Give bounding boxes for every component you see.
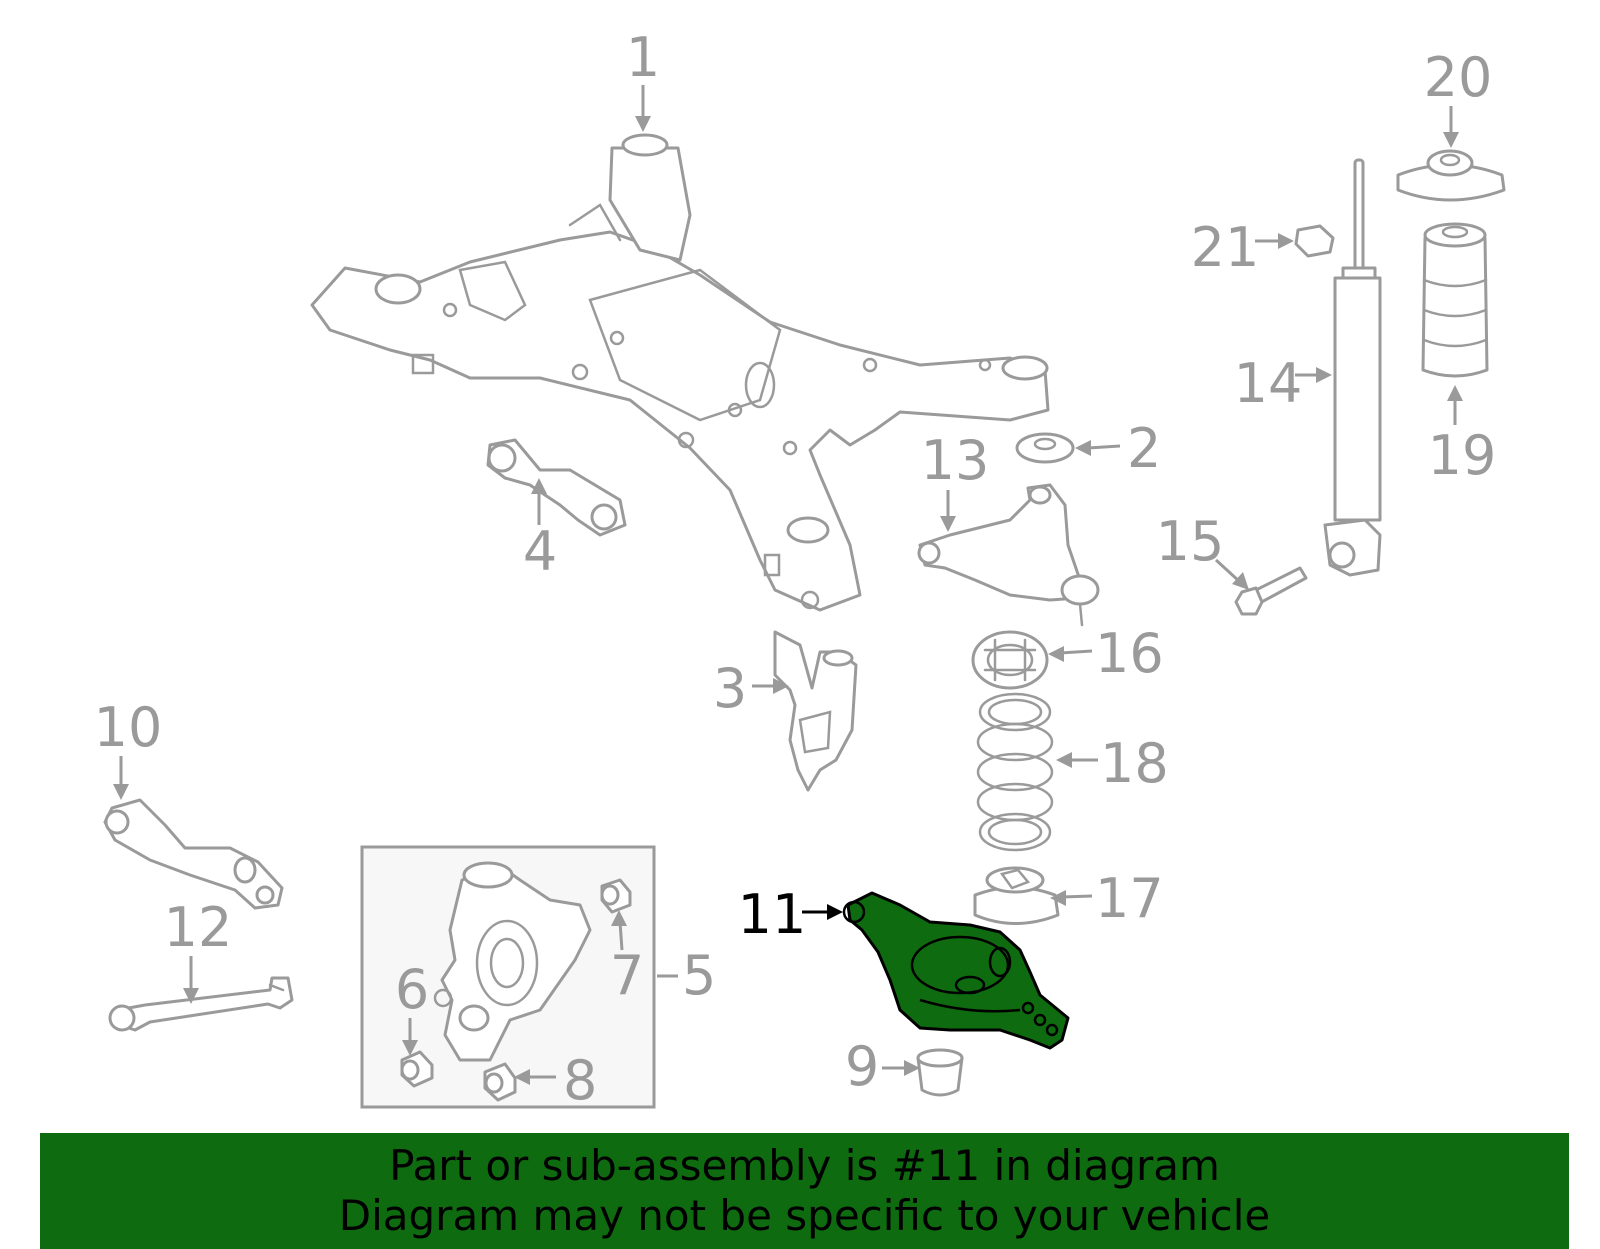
callout-3-label: 3	[713, 657, 747, 720]
info-banner: Part or sub-assembly is #11 in diagram D…	[40, 1133, 1569, 1249]
part-21-nut[interactable]	[1294, 224, 1335, 258]
callout-16-label: 16	[1095, 622, 1164, 685]
callout-18[interactable]: 18	[1056, 732, 1169, 795]
callout-18-label: 18	[1100, 732, 1169, 795]
callout-1[interactable]: 1	[626, 26, 660, 132]
callout-8-label: 8	[563, 1049, 597, 1112]
part-9-bushing[interactable]	[916, 1048, 964, 1097]
part-14-shock-absorber[interactable]	[1323, 158, 1382, 577]
banner-line-part-number: Part or sub-assembly is #11 in diagram	[389, 1141, 1220, 1190]
callout-10-label: 10	[94, 696, 163, 759]
callout-19[interactable]: 19	[1428, 385, 1497, 487]
callout-20[interactable]: 20	[1424, 46, 1493, 148]
callout-14-label: 14	[1234, 352, 1303, 415]
part-10-lateral-link[interactable]	[103, 798, 284, 910]
callout-13[interactable]: 13	[921, 429, 990, 532]
callout-20-label: 20	[1424, 46, 1493, 109]
callout-12[interactable]: 12	[164, 896, 233, 1004]
callout-3[interactable]: 3	[713, 657, 789, 720]
part-18-coil-spring[interactable]	[976, 692, 1054, 852]
part-13-upper-arm[interactable]	[917, 483, 1100, 627]
banner-line-disclaimer: Diagram may not be specific to your vehi…	[338, 1191, 1271, 1240]
callout-14[interactable]: 14	[1234, 352, 1332, 415]
part-3-bracket[interactable]	[773, 630, 858, 792]
part-20-strut-mount[interactable]	[1396, 149, 1506, 202]
part-11-lower-control-arm[interactable]	[842, 891, 1070, 1050]
callout-10[interactable]: 10	[94, 696, 163, 800]
callout-1-label: 1	[626, 26, 660, 89]
callout-11[interactable]: 11	[738, 883, 843, 946]
callout-6-label: 6	[395, 958, 429, 1021]
part-17-lower-spring-seat[interactable]	[973, 866, 1060, 925]
part-2-washer[interactable]	[1015, 432, 1075, 464]
part-16-spring-seat[interactable]	[971, 630, 1049, 690]
callout-16[interactable]: 16	[1048, 622, 1164, 685]
callout-17-label: 17	[1095, 867, 1164, 930]
callout-21-label: 21	[1191, 216, 1260, 279]
callout-21[interactable]: 21	[1191, 216, 1294, 279]
part-8-bushing[interactable]	[483, 1062, 517, 1102]
callout-4[interactable]: 4	[523, 478, 557, 583]
callout-5-label: 5	[682, 944, 716, 1007]
callout-12-label: 12	[164, 896, 233, 959]
part-19-bump-stop[interactable]	[1421, 222, 1489, 378]
callout-9-label: 9	[845, 1035, 879, 1098]
callout-15[interactable]: 15	[1156, 510, 1249, 590]
callout-15-label: 15	[1156, 510, 1225, 573]
part-7-bushing[interactable]	[600, 878, 632, 914]
part-4-link[interactable]	[486, 438, 627, 537]
callout-11-label: 11	[738, 883, 807, 946]
callout-5[interactable]: 5	[657, 944, 716, 1007]
callout-6[interactable]: 6	[395, 958, 429, 1056]
callout-4-label: 4	[523, 520, 557, 583]
part-11-body	[846, 891, 1070, 1050]
callout-19-label: 19	[1428, 424, 1497, 487]
part-12-toe-link[interactable]	[108, 976, 294, 1032]
callout-2-label: 2	[1127, 417, 1161, 480]
callout-17[interactable]: 17	[1050, 867, 1164, 930]
callout-13-label: 13	[921, 429, 990, 492]
part-15-bolt[interactable]	[1234, 566, 1308, 616]
part-6-bushing[interactable]	[400, 1050, 434, 1088]
callout-8[interactable]: 8	[514, 1049, 597, 1112]
callout-7-label: 7	[610, 944, 644, 1007]
callout-9[interactable]: 9	[845, 1035, 920, 1098]
callout-7[interactable]: 7	[610, 910, 644, 1007]
part-1-subframe[interactable]	[310, 133, 1050, 612]
callout-2[interactable]: 2	[1075, 417, 1161, 480]
